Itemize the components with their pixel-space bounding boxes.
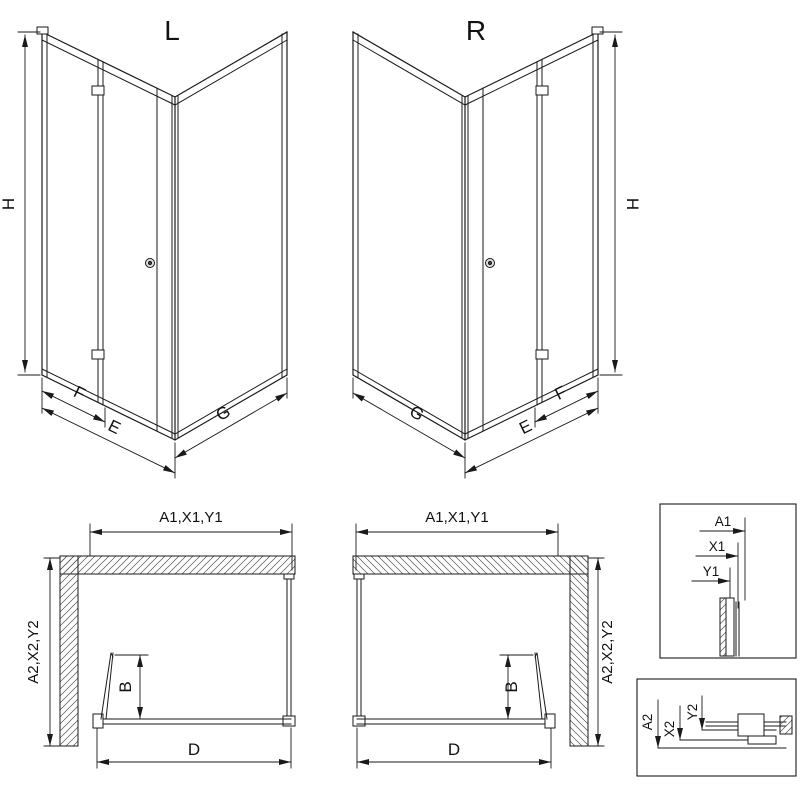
left-plan-dim-d-label: D [188, 740, 200, 759]
right-view-dim-e-label: E [516, 416, 535, 438]
right-plan-dim-d-label: D [448, 740, 460, 759]
right-view-title: R [466, 15, 486, 46]
left-view-dim-f-label: F [71, 382, 89, 404]
right-3d-view-drawing [353, 27, 622, 478]
detail-dim-x2-label: X2 [662, 721, 677, 738]
detail-dim-a1-label: A1 [715, 514, 732, 529]
detail-dim-y1-label: Y1 [703, 564, 720, 579]
right-plan-top-dim-label: A1,X1,Y1 [425, 509, 488, 526]
left-3d-view-drawing [18, 27, 287, 478]
detail-dim-a2-label: A2 [640, 714, 655, 731]
right-view-dim-g-label: G [406, 402, 427, 425]
left-view-dim-e-label: E [105, 416, 124, 438]
left-plan-drawing [44, 524, 295, 768]
detail-dim-y2-label: Y2 [685, 704, 700, 721]
right-plan-drawing [353, 524, 604, 768]
left-plan-top-dim-label: A1,X1,Y1 [159, 509, 222, 526]
right-plan-dim-b-label: B [502, 681, 521, 692]
left-view-dim-g-label: G [213, 402, 234, 425]
detail-bottom-profile-box: A2 X2 Y2 [636, 678, 797, 777]
right-view-dim-f-label: F [552, 382, 570, 404]
right-plan-side-dim-label: A2,X2,Y2 [599, 620, 616, 683]
left-plan-dim-b-label: B [116, 681, 135, 692]
left-view-title: L [164, 15, 180, 46]
right-view-dim-h-label: H [623, 198, 642, 210]
left-view-dim-h-label: H [0, 198, 18, 210]
left-plan-side-dim-label: A2,X2,Y2 [25, 620, 42, 683]
detail-dim-x1-label: X1 [709, 539, 726, 554]
detail-top-profile-box: A1 X1 Y1 [659, 503, 797, 659]
